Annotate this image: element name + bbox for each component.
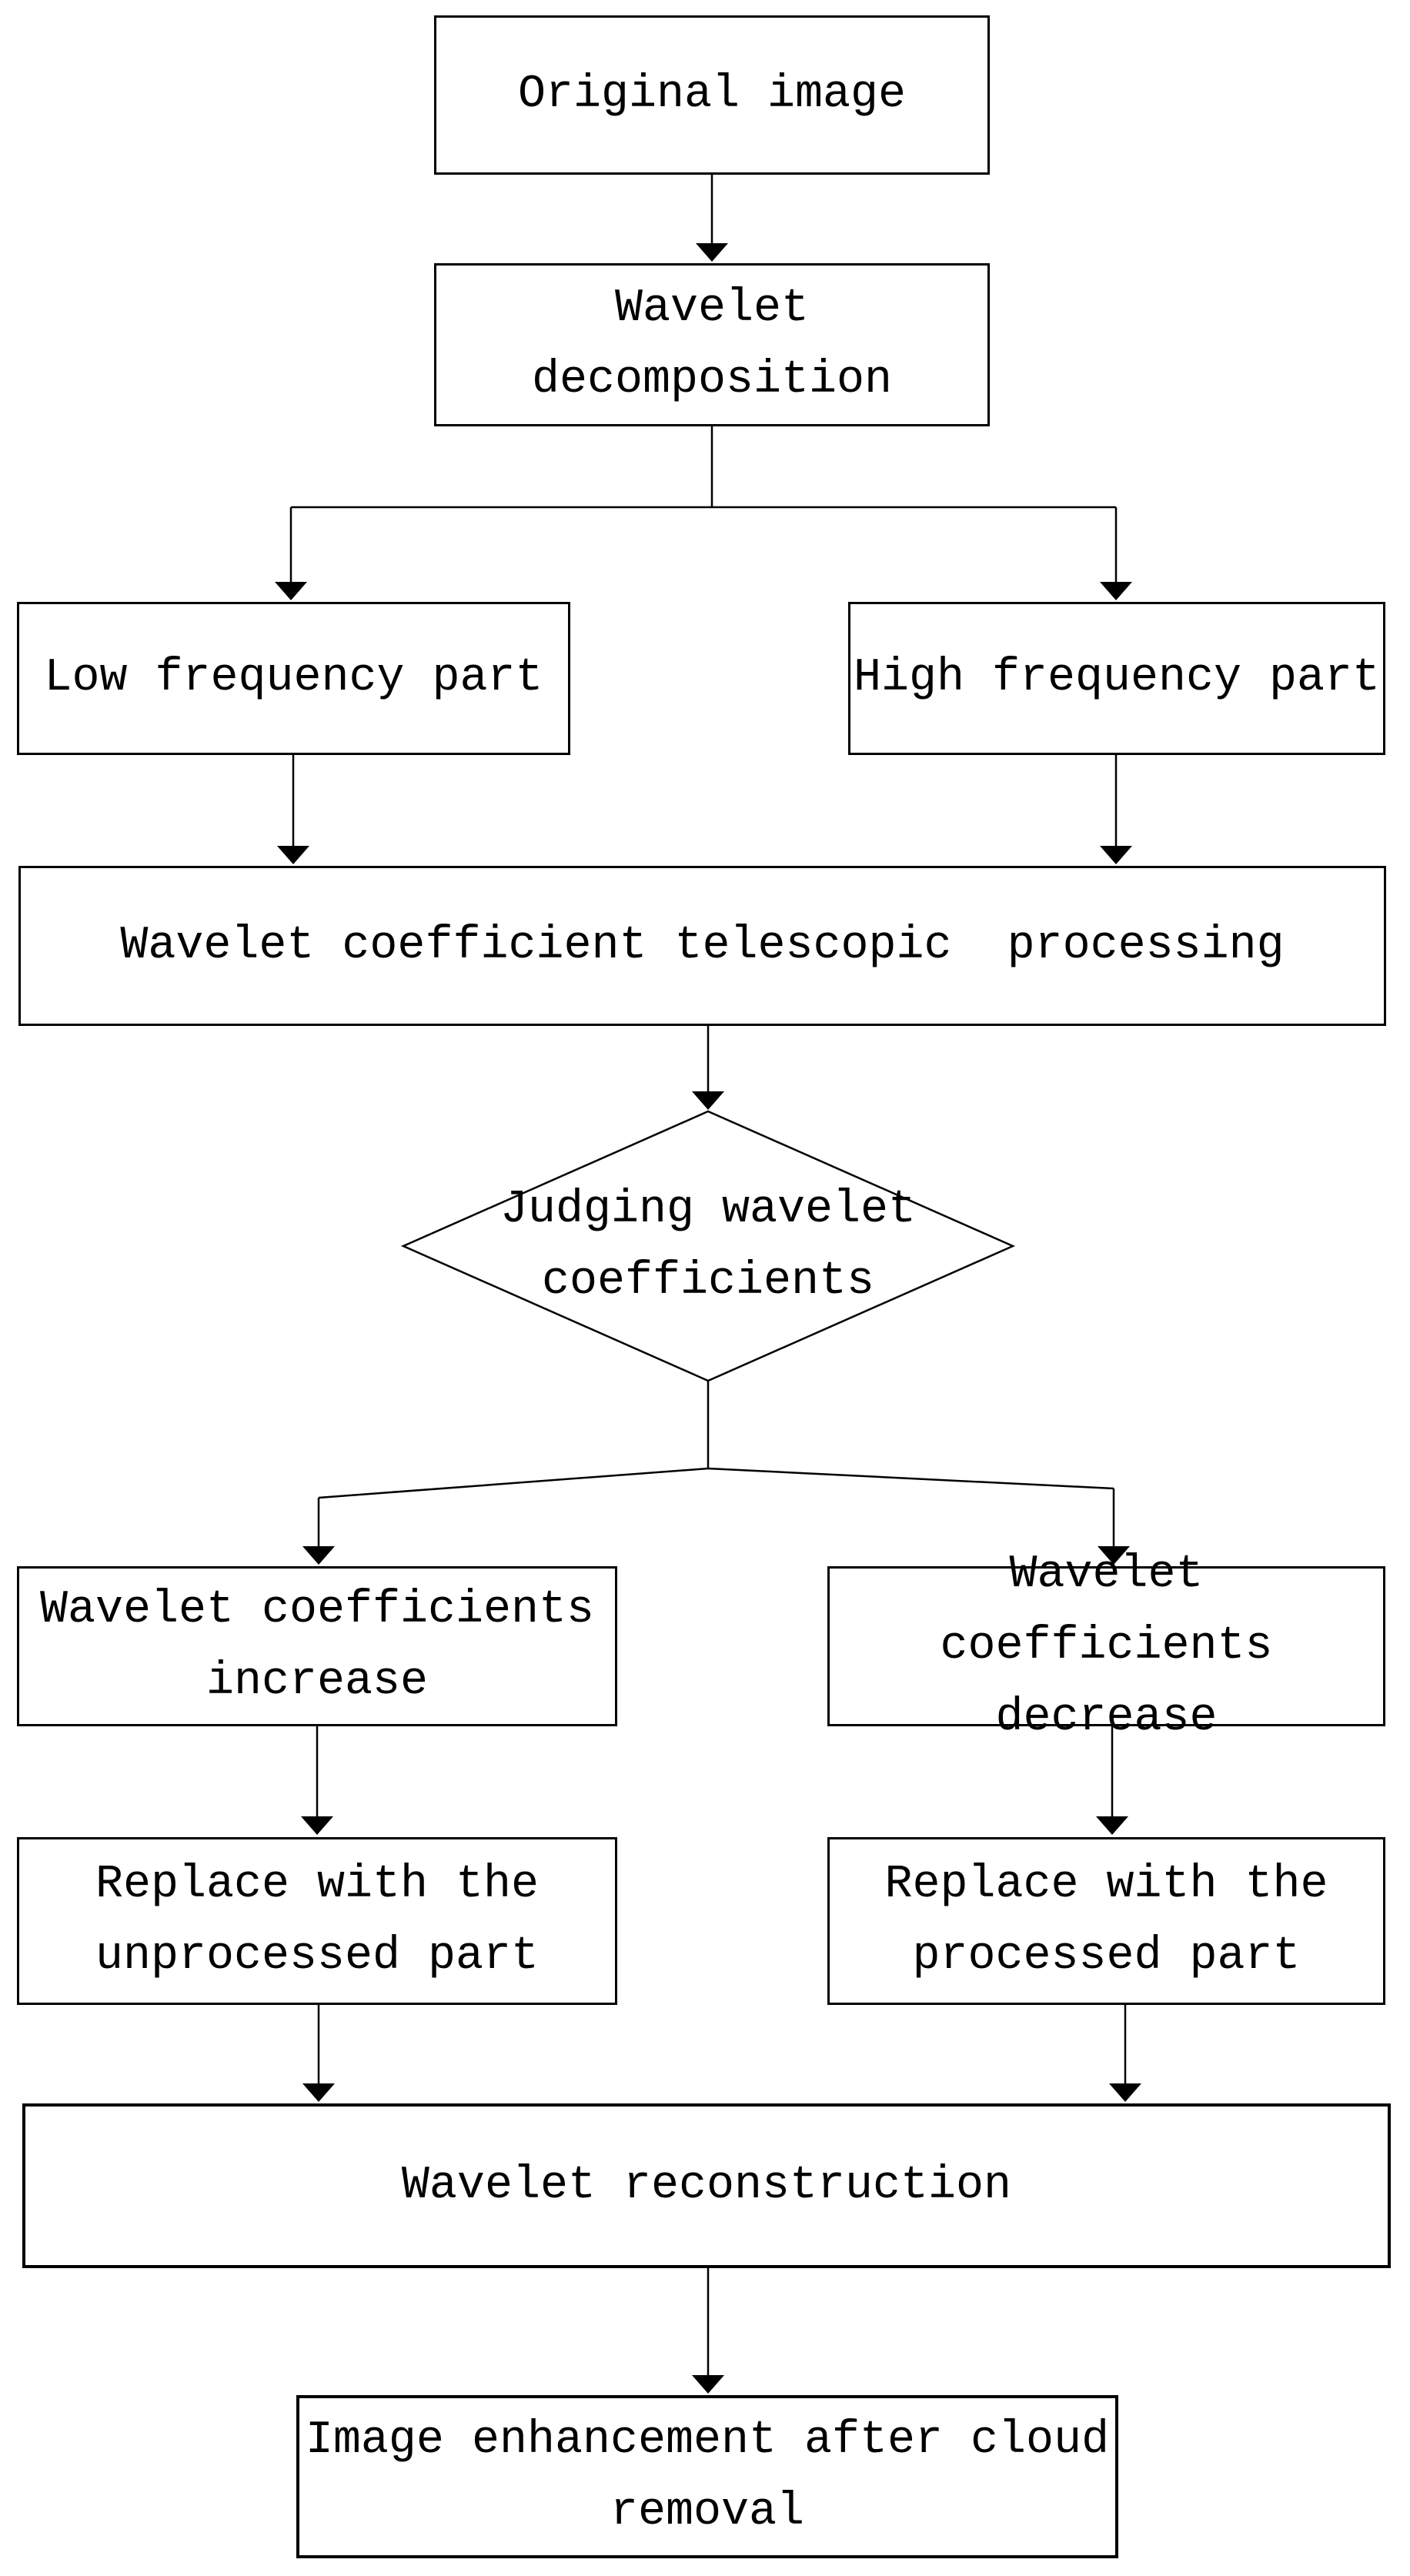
node-coefficients-increase: Wavelet coefficients increase [17, 1566, 617, 1726]
node-coefficients-decrease: Wavelet coefficients decrease [827, 1549, 1385, 1744]
node-high-frequency-part-label: High frequency part [853, 652, 1381, 704]
node-wavelet-reconstruction-label: Wavelet reconstruction [401, 2159, 1012, 2212]
node-judging-wavelet-coefficients: Judging wavelet coefficients [416, 1169, 1001, 1323]
edge-split2-tent [318, 1467, 1114, 1499]
node-coefficients-decrease-label: Wavelet coefficients decrease [940, 1548, 1273, 1744]
node-replace-unprocessed: Replace with the unprocessed part [17, 1837, 617, 2005]
node-telescopic-processing: Wavelet coefficient telescopic processin… [18, 866, 1386, 1026]
node-low-frequency-part: Low frequency part [17, 602, 570, 755]
node-replace-processed-label: Replace with the processed part [884, 1859, 1328, 1983]
node-replace-processed: Replace with the processed part [827, 1837, 1385, 2005]
node-image-enhancement-label: Image enhancement after cloud removal [305, 2414, 1110, 2538]
node-low-frequency-part-label: Low frequency part [44, 652, 543, 704]
arrowhead-enhancement [692, 2375, 724, 2394]
node-original-image: Original image [434, 15, 990, 175]
node-coefficients-increase-label: Wavelet coefficients increase [39, 1584, 595, 1708]
arrowhead-reconstruction-left [302, 2083, 335, 2102]
arrowhead-telescopic-right [1100, 846, 1132, 864]
node-replace-unprocessed-label: Replace with the unprocessed part [95, 1859, 540, 1983]
arrowhead-low-freq [275, 582, 307, 600]
arrowhead-increase [302, 1546, 335, 1565]
node-high-frequency-part: High frequency part [848, 602, 1385, 755]
node-image-enhancement: Image enhancement after cloud removal [296, 2395, 1118, 2558]
node-wavelet-reconstruction: Wavelet reconstruction [22, 2103, 1391, 2268]
node-judging-wavelet-coefficients-label: Judging wavelet coefficients [500, 1184, 917, 1308]
arrowhead-replace-unprocessed [301, 1816, 333, 1835]
arrowhead-reconstruction-right [1109, 2083, 1141, 2102]
arrowhead-telescopic-left [277, 846, 309, 864]
node-wavelet-decomposition-label: Wavelet decomposition [531, 282, 893, 406]
arrowhead-replace-processed [1096, 1816, 1128, 1835]
node-original-image-label: Original image [517, 68, 907, 121]
arrowhead-decrease [1098, 1546, 1130, 1565]
node-wavelet-decomposition: Wavelet decomposition [434, 263, 990, 426]
arrowhead-judging [692, 1091, 724, 1110]
arrowhead-decomposition [696, 243, 728, 262]
arrowhead-high-freq [1100, 582, 1132, 600]
node-telescopic-processing-label: Wavelet coefficient telescopic processin… [120, 919, 1285, 972]
